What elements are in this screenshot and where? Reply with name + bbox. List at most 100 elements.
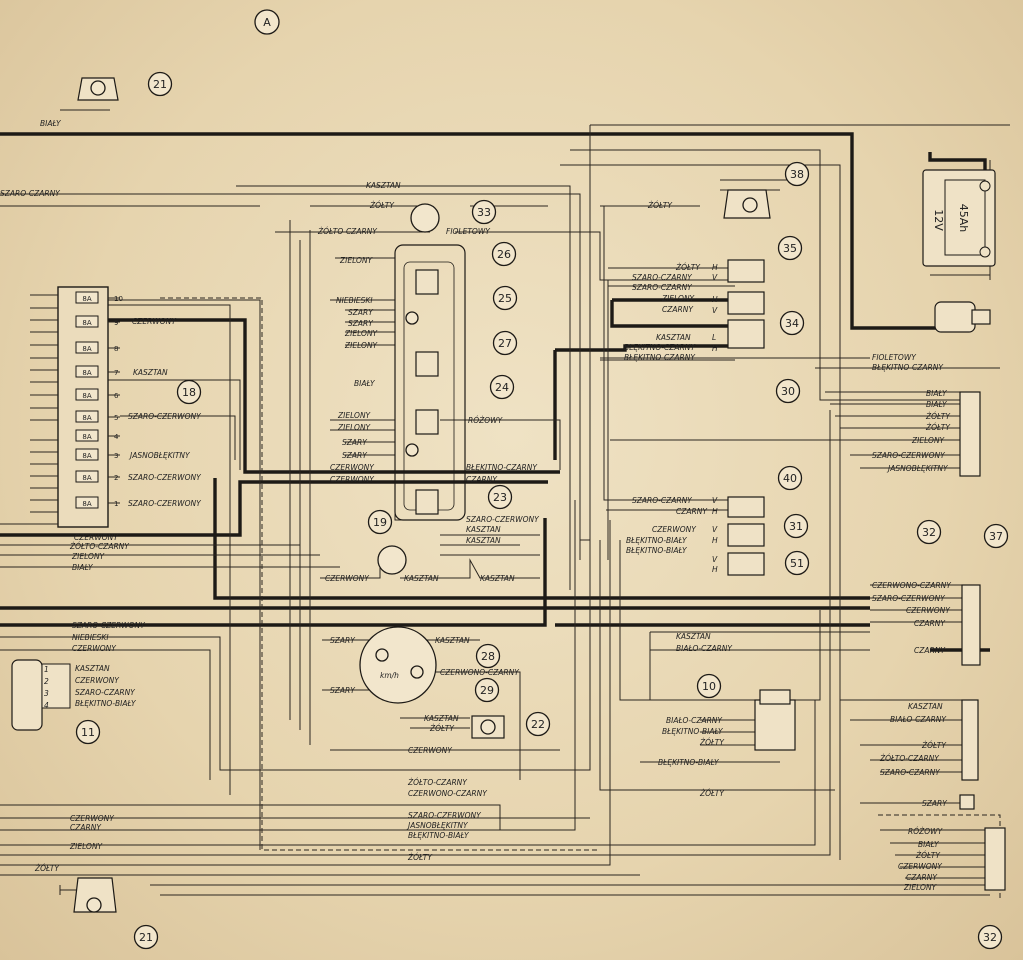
wire-label: CZERWONO-CZARNY	[440, 668, 520, 677]
relay-pin-letters: H V H V L H V H V H V H	[712, 263, 718, 574]
wire-label: SZARO-CZARNY	[632, 283, 693, 292]
fuse-terminal-number: 8	[114, 345, 118, 353]
clock	[377, 545, 407, 575]
fuse-rating: 8A	[82, 345, 91, 353]
wire-label: SZARO-CZARNY	[632, 496, 693, 505]
svg-text:V: V	[712, 525, 718, 534]
svg-text:H: H	[712, 344, 718, 353]
callout-number: 21	[139, 931, 153, 944]
wire-label: BŁĘKITNO-BIAŁY	[626, 546, 688, 555]
wire-label: ŻÓŁTY	[34, 864, 60, 873]
fuse	[75, 315, 99, 328]
wire-label: BIAŁO-CZARNY	[676, 644, 733, 653]
fuse-rating: 8A	[82, 392, 91, 400]
fuse	[75, 496, 99, 509]
wire-label: CZARNY	[466, 475, 498, 484]
wire-label: SZARO-CZERWONY	[466, 515, 540, 524]
sheet-letter-circle	[254, 9, 280, 35]
fuse-terminal-number: 7	[114, 369, 118, 377]
wire-label: BIAŁY	[40, 119, 62, 128]
callout-number: 32	[983, 931, 997, 944]
fuse-rating: 8A	[82, 414, 91, 422]
wire-label: SZARO-CZARNY	[880, 768, 941, 777]
wire-label: ŻÓŁTO-CZARNY	[879, 754, 940, 763]
thin-wires	[0, 78, 1010, 900]
fuse-terminal-number: 1	[114, 500, 118, 508]
fuse-terminal-number: 2	[114, 474, 118, 482]
fuse	[75, 448, 99, 461]
wire-label: CZARNY	[914, 646, 946, 655]
fuse	[75, 388, 99, 401]
wire-label: KASZTAN	[656, 333, 691, 342]
wire-label: CZERWONY	[898, 862, 943, 871]
wire-label: BIAŁY	[72, 563, 94, 572]
fuse-terminal-number: 3	[114, 452, 118, 460]
wire-label: KASZTAN	[908, 702, 943, 711]
callout-number: 10	[702, 680, 716, 693]
wire-label: KASZTAN	[466, 525, 501, 534]
svg-text:H: H	[712, 263, 718, 272]
fuse	[75, 341, 99, 354]
callout-number: 11	[81, 726, 95, 739]
wire-label: ZIELONY	[337, 423, 372, 432]
wire-label: CZARNY	[70, 823, 102, 832]
wire-label: ZIELONY	[69, 842, 104, 851]
callout-circle	[983, 523, 1009, 549]
callout-circle	[147, 71, 173, 97]
callout-circle	[489, 374, 515, 400]
fuse	[75, 429, 99, 442]
wire-label: RÓŻOWY	[468, 416, 504, 425]
svg-text:2: 2	[44, 677, 49, 686]
wire-label: JASNOBŁĘKITNY	[886, 464, 949, 473]
wire-label: SZARY	[348, 308, 374, 317]
wire-label: SZARO-CZARNY	[632, 273, 693, 282]
callout-number: 37	[989, 530, 1003, 543]
callout-number: 30	[781, 385, 795, 398]
wire-label: FIOLETOWY	[872, 353, 917, 362]
fuse	[75, 365, 99, 378]
callout-circle	[916, 519, 942, 545]
wire-label: ŻÓŁTY	[699, 789, 725, 798]
wire-label: BŁĘKITNO-CZARNY	[466, 463, 538, 472]
wire-label: BŁĘKITNO-CZARNY	[624, 343, 696, 352]
fuse-rating: 8A	[82, 319, 91, 327]
callout-circle	[784, 161, 810, 187]
oil-pressure-gauge	[410, 203, 440, 233]
callout-circle	[492, 330, 518, 356]
wire-label: KASZTAN	[676, 632, 711, 641]
callout-number: 27	[498, 337, 512, 350]
battery-capacity: 45Ah	[957, 204, 970, 233]
fuse-terminal-number: 9	[114, 319, 118, 327]
fuse-rating: 8A	[82, 500, 91, 508]
callout-number: 26	[497, 248, 511, 261]
callout-circle	[696, 673, 722, 699]
wire-label: CZERWONO-CZARNY	[872, 581, 952, 590]
callout-number: 19	[373, 516, 387, 529]
wire-label: SZARO-CZERWONY	[72, 621, 146, 630]
wire-label: ŻÓŁTY	[429, 724, 455, 733]
wire-label: ZIELONY	[911, 436, 946, 445]
callout-circle	[777, 235, 803, 261]
svg-text:H: H	[712, 295, 718, 304]
wire-label: CZERWONY	[652, 525, 697, 534]
wire-label: ŻÓŁTY	[647, 201, 673, 210]
wire-label: BŁĘKITNO-BIAŁY	[408, 831, 470, 840]
callout-number: 34	[785, 317, 799, 330]
callout-circle	[783, 513, 809, 539]
wire-label: ŻÓŁTO-CZARNY	[69, 542, 130, 551]
callout-number: 28	[481, 650, 495, 663]
callout-circle	[474, 677, 500, 703]
callout-number: 25	[498, 292, 512, 305]
svg-text:3: 3	[44, 689, 49, 698]
callout-circle	[784, 550, 810, 576]
callout-circle	[775, 378, 801, 404]
battery-voltage: 12V	[932, 209, 945, 231]
wire-label: CZERWONY	[132, 317, 177, 326]
wire-label: ŻÓŁTO-CZARNY	[317, 227, 378, 236]
wire-label: CZERWONY	[75, 676, 120, 685]
battery: 12V 45Ah	[922, 169, 996, 267]
